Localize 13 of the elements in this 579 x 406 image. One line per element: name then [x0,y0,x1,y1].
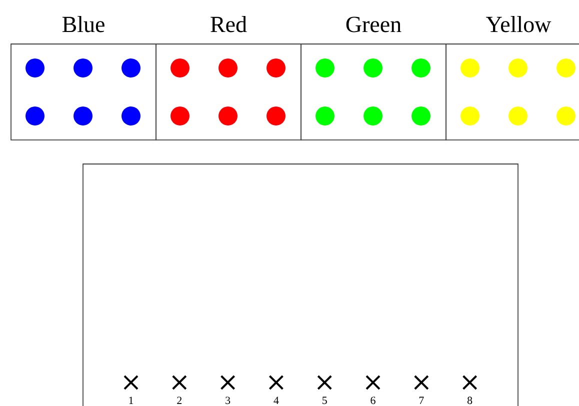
heading: Blue [62,16,104,32]
position-number: 3 [226,396,230,404]
position-number: 1 [129,396,134,404]
position-number: 6 [370,396,376,404]
position-number: 4 [274,396,279,404]
heading: Red [210,16,247,32]
position-number: 7 [419,396,424,404]
position-number: 2 [177,396,182,404]
position-number: 8 [467,396,472,404]
heading: Green [346,16,402,32]
heading: Yellow [486,16,552,32]
group-box [82,164,518,406]
position-number: 5 [322,396,327,404]
